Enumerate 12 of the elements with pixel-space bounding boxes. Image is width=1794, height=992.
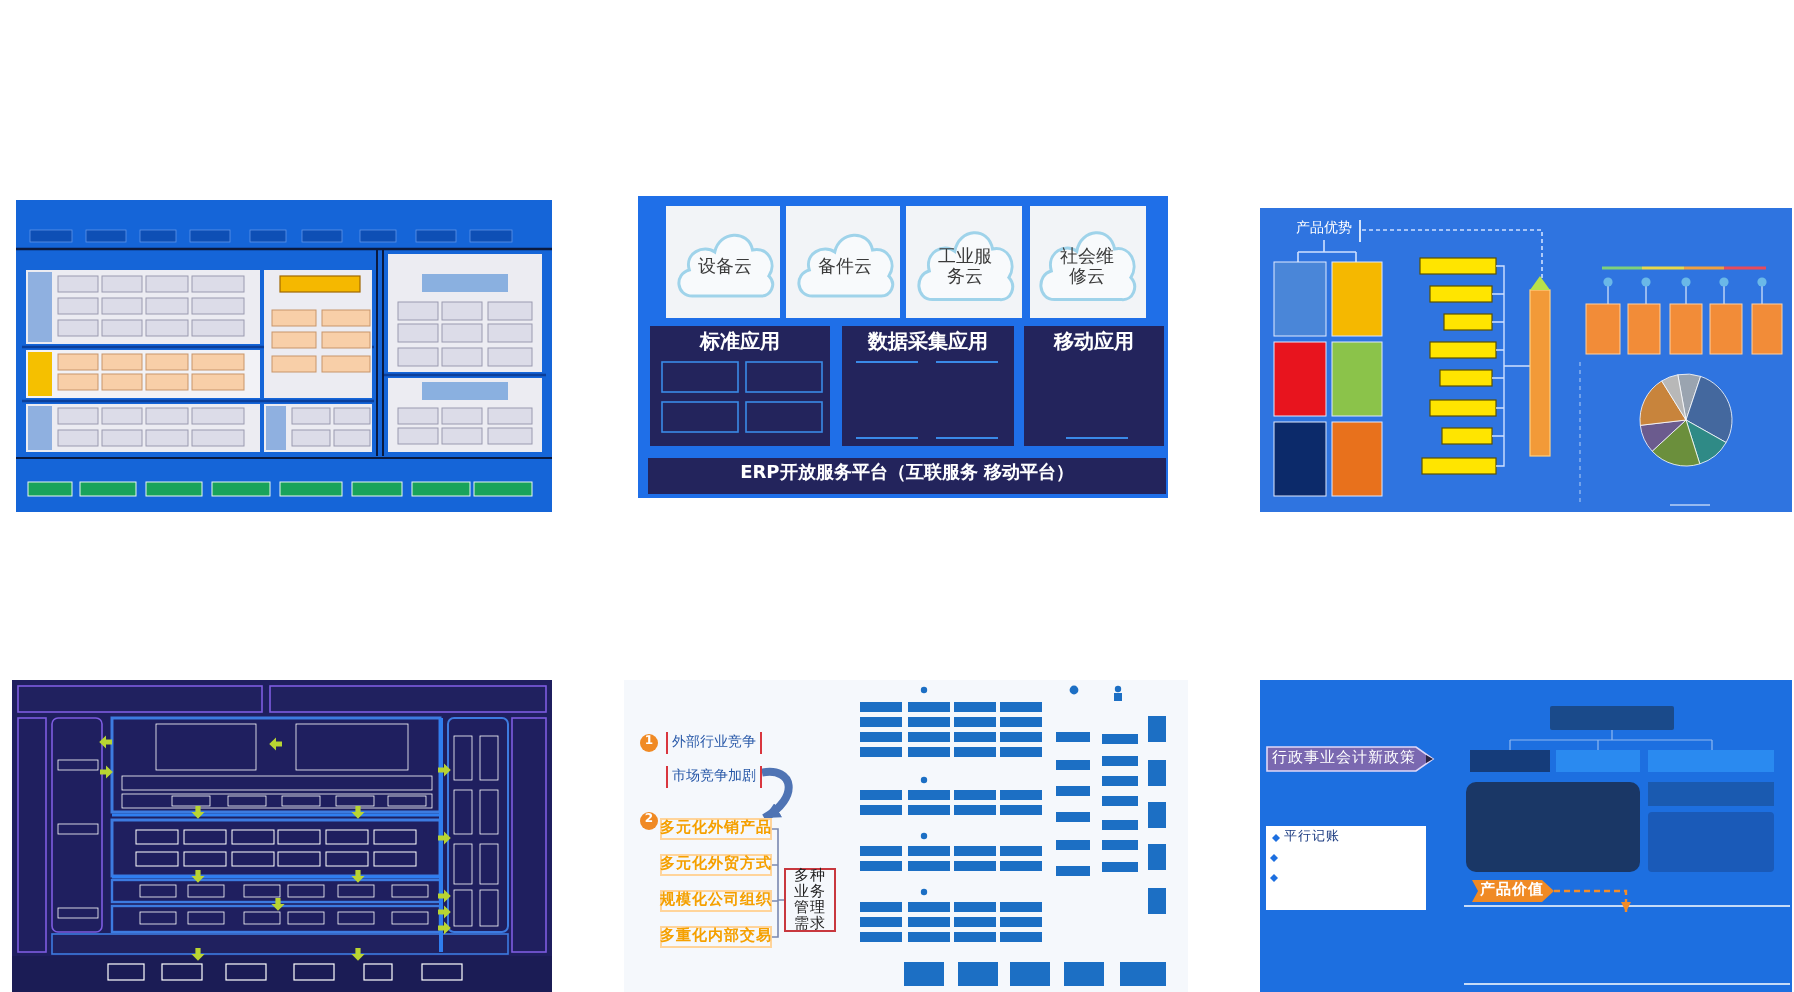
slide-thumbnail [16, 200, 552, 512]
slide-thumbnail [1260, 680, 1792, 992]
slide-thumbnail [638, 196, 1168, 498]
slide-thumbnail [624, 680, 1188, 992]
platform-bar: ERP开放服务平台（互联服务 移动平台） [648, 458, 1166, 494]
slide-thumbnail [12, 680, 552, 992]
section-box: 标准应用 [650, 326, 830, 446]
section-box: 移动应用 [1024, 326, 1164, 446]
section-box: 数据采集应用 [842, 326, 1014, 446]
curved-arrow [761, 768, 793, 822]
dashed-arrow [1554, 889, 1631, 912]
slide-thumbnail [1260, 208, 1792, 512]
